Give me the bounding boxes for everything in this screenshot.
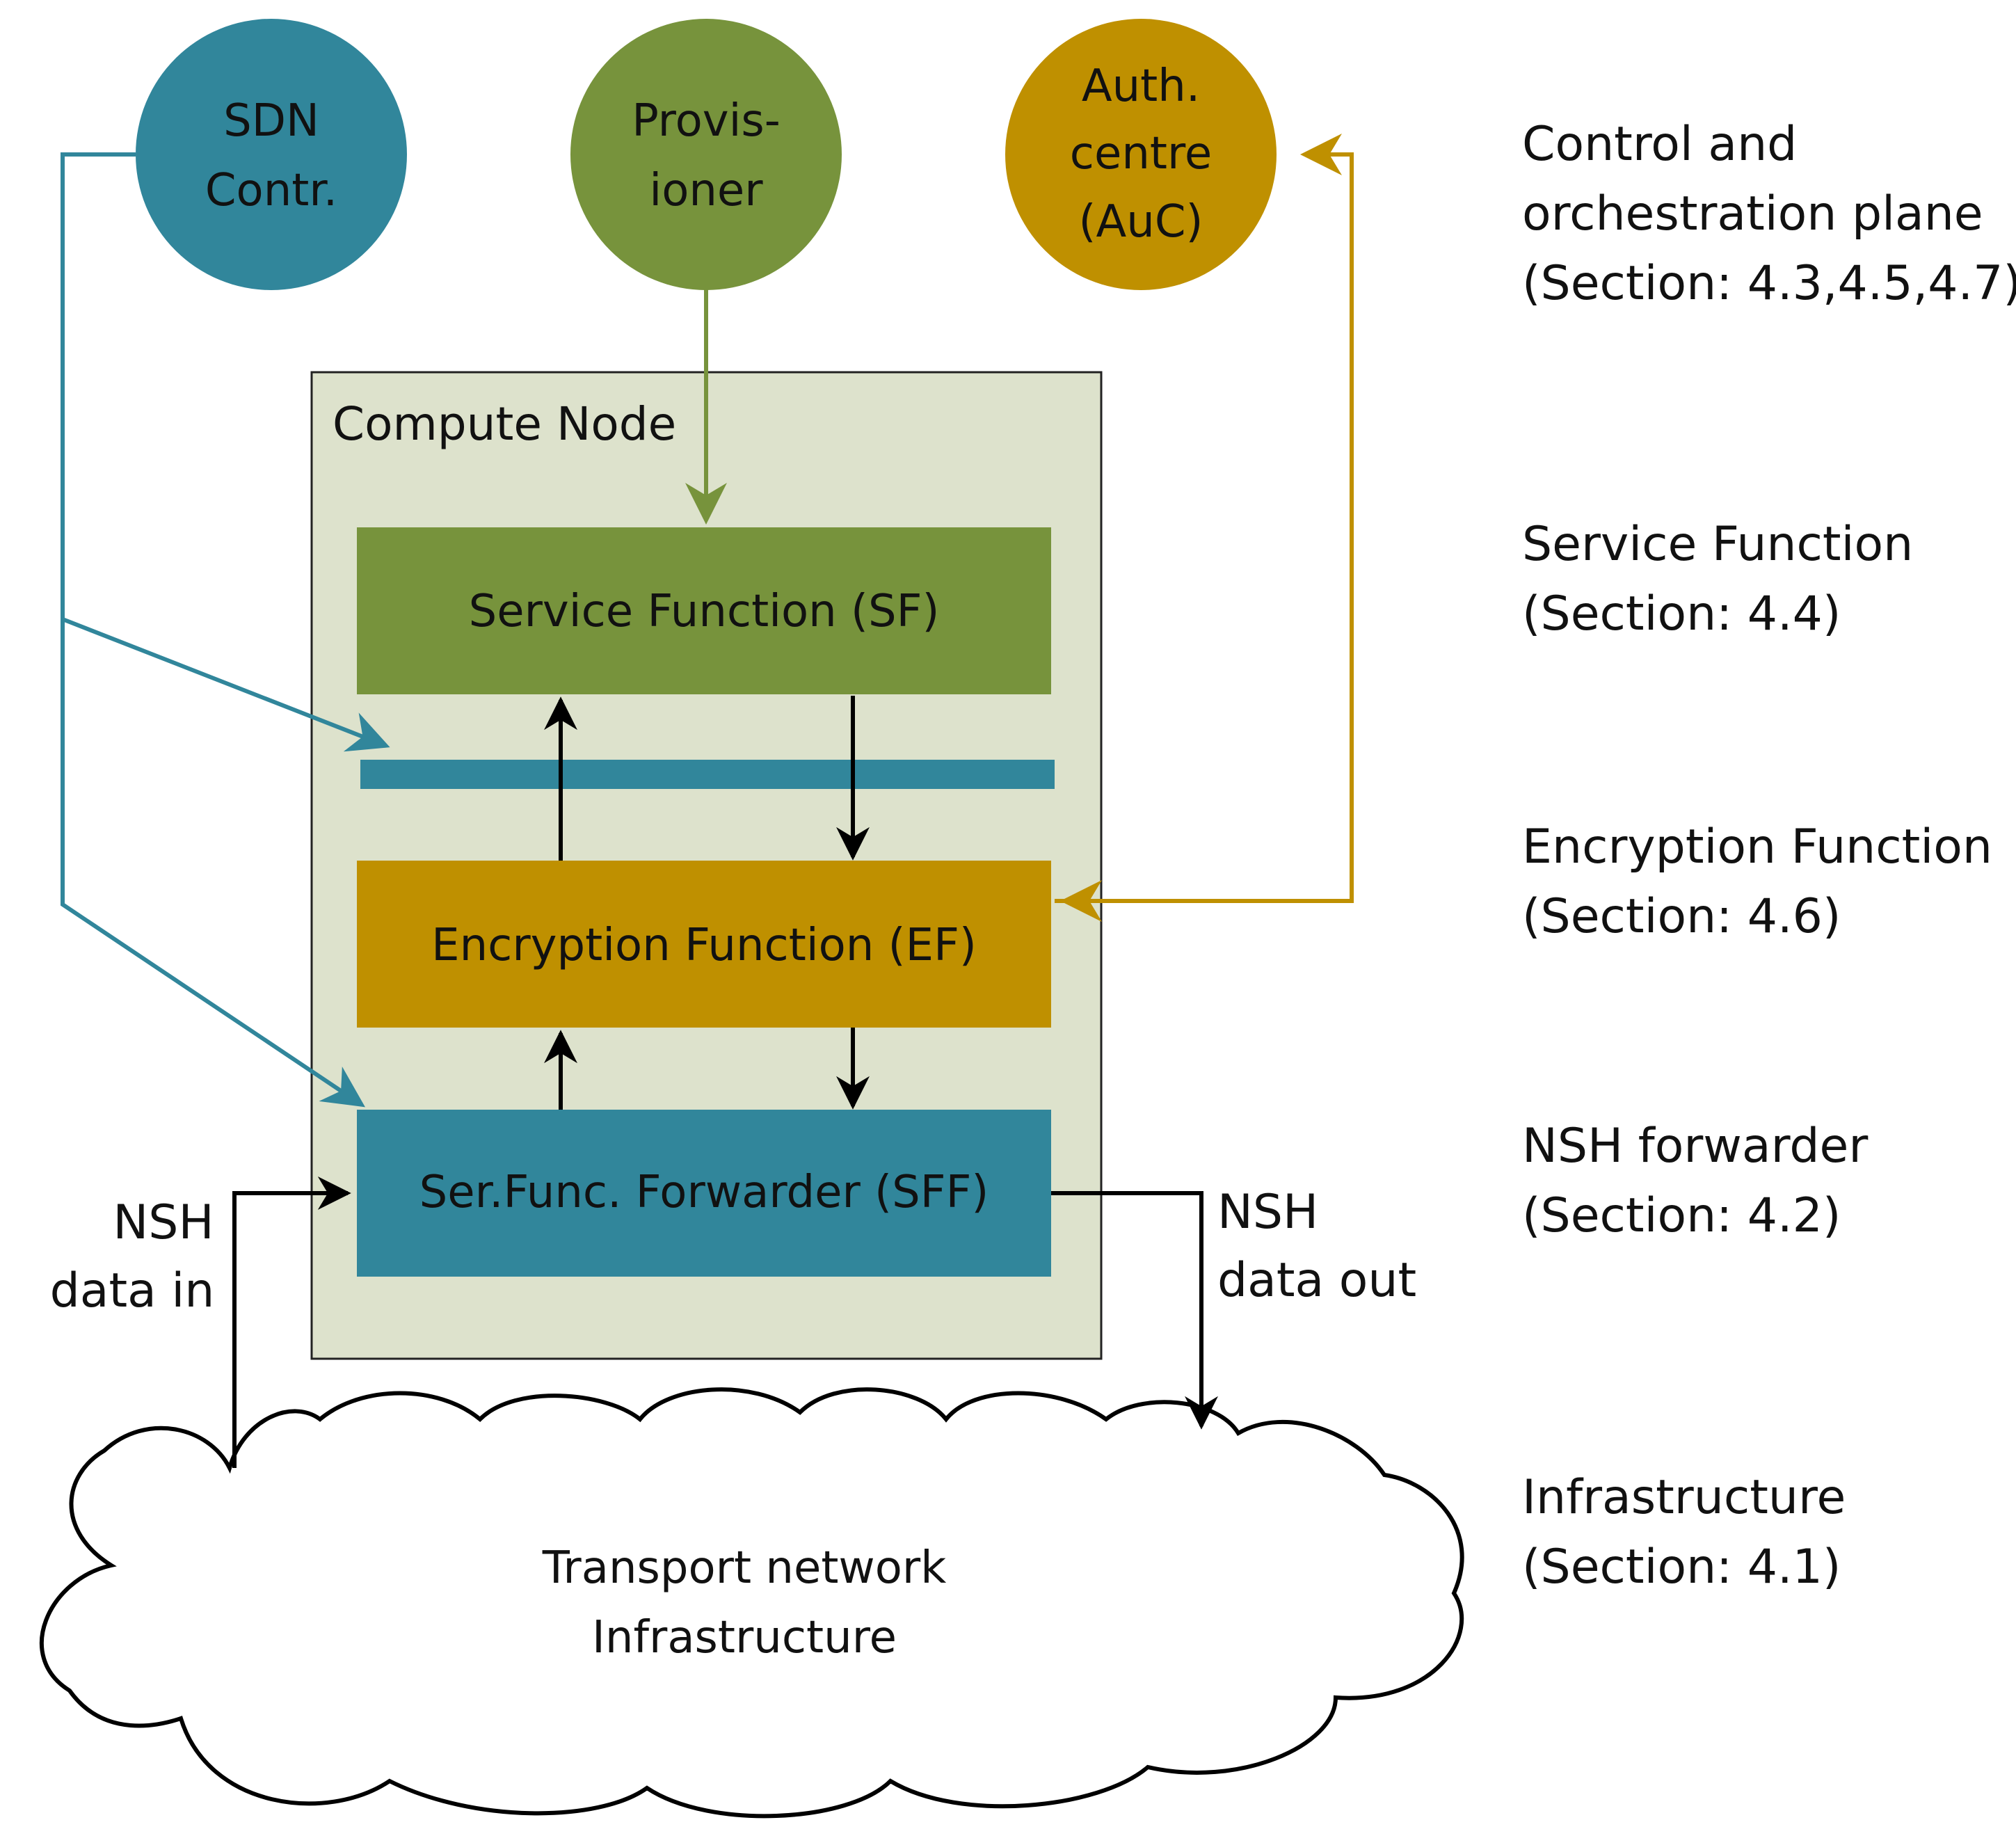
layer-service-function: Service Function (Section: 4.4) [1522,517,1913,641]
layer-sff-line2: (Section: 4.2) [1522,1188,1841,1243]
layer-control-line1: Control and [1522,117,1797,172]
layer-sf-line1: Service Function [1522,517,1913,572]
forwarder-label: Ser.Func. Forwarder (SFF) [419,1167,989,1218]
layer-encryption-function: Encryption Function (Section: 4.6) [1522,820,1992,944]
auc-label-line3: (AuC) [1079,196,1203,248]
nsh-in-label-line2: data in [50,1263,215,1318]
nsh-out-label-line1: NSH [1217,1185,1318,1240]
provisioner-label-line1: Provis- [632,95,781,147]
nsh-out-label-line2: data out [1217,1253,1416,1308]
encryption-function-label: Encryption Function (EF) [431,920,977,971]
compute-node-label: Compute Node [333,397,676,451]
layer-infra-line1: Infrastructure [1522,1470,1846,1525]
forwarder-box [357,1110,1051,1277]
layer-control-line3: (Section: 4.3,4.5,4.7) [1522,256,2016,311]
transport-network-cloud [40,1387,1464,1819]
layer-sf-line2: (Section: 4.4) [1522,586,1841,641]
layer-infrastructure: Infrastructure (Section: 4.1) [1522,1470,1846,1595]
layer-ef-line1: Encryption Function [1522,820,1992,875]
layer-ef-line2: (Section: 4.6) [1522,889,1841,944]
layer-control-plane: Control and orchestration plane (Section… [1522,117,2016,311]
auth-centre-circle [1005,19,1277,290]
nsh-in-label-line1: NSH [113,1195,214,1250]
cloud-label-line2: Infrastructure [592,1612,897,1663]
layer-control-line2: orchestration plane [1522,186,1983,241]
layer-nsh-forwarder: NSH forwarder (Section: 4.2) [1522,1119,1868,1243]
sdn-flow-rule-bar [360,760,1055,789]
layer-sff-line1: NSH forwarder [1522,1119,1868,1174]
sdn-controller-circle [136,19,407,290]
nsh-data-out-arrow [1051,1191,1218,1430]
service-function-label: Service Function (SF) [469,586,940,637]
sdn-label-line2: Contr. [205,165,337,216]
provisioner-label-line2: ioner [649,165,763,216]
cloud-label-line1: Transport network [542,1542,947,1594]
sdn-label-line1: SDN [223,95,319,147]
auc-label-line1: Auth. [1082,61,1200,112]
sdn-to-bar-arrow [61,617,390,752]
sdn-to-sff-arrow [61,152,365,1108]
layer-infra-line2: (Section: 4.1) [1522,1540,1841,1595]
nsh-data-in-arrow [232,1176,351,1468]
provisioner-circle [570,19,842,290]
service-function-box [357,527,1051,694]
auc-label-line2: centre [1070,128,1213,179]
encryption-function-box [357,861,1051,1028]
